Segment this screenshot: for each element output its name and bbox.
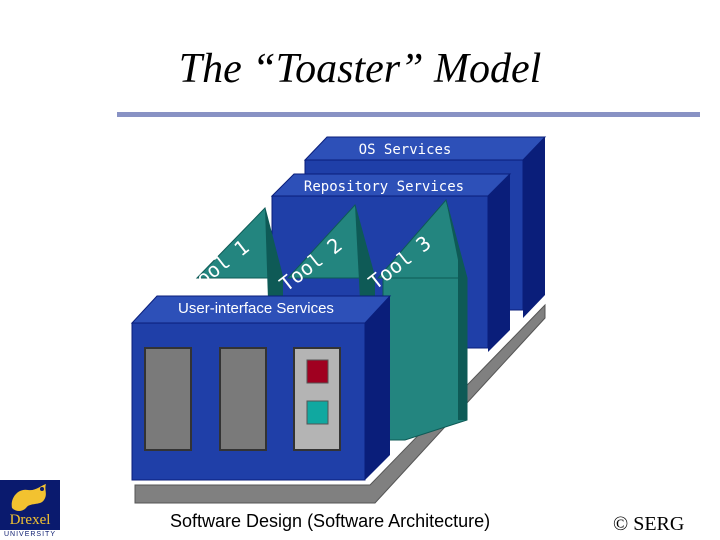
tool-3-side [446,200,467,420]
repo-block-side [488,174,510,352]
slide-title: The “Toaster” Model [178,46,542,92]
tool-1-side [265,208,283,300]
dragon-icon [11,484,46,511]
user-interface-services-label: User-interface Services [178,300,334,317]
logo-wordmark: Drexel [9,512,51,528]
indicator-red [306,359,329,384]
tool-2-side [355,205,375,300]
footer-copyright: © SERG [613,513,685,535]
tool-3-slab [382,277,468,441]
os-block-side [523,137,545,318]
title-underline [117,112,700,117]
footer-course-title: Software Design (Software Architecture) [170,511,491,531]
ui-block-side [365,296,390,480]
toaster-slot-2 [219,347,267,451]
repository-services-label: Repository Services [304,179,464,195]
logo-subtitle: UNIVERSITY [0,530,60,540]
indicator-teal [306,400,329,425]
toaster-slot-1 [144,347,192,451]
os-services-label: OS Services [359,142,452,158]
